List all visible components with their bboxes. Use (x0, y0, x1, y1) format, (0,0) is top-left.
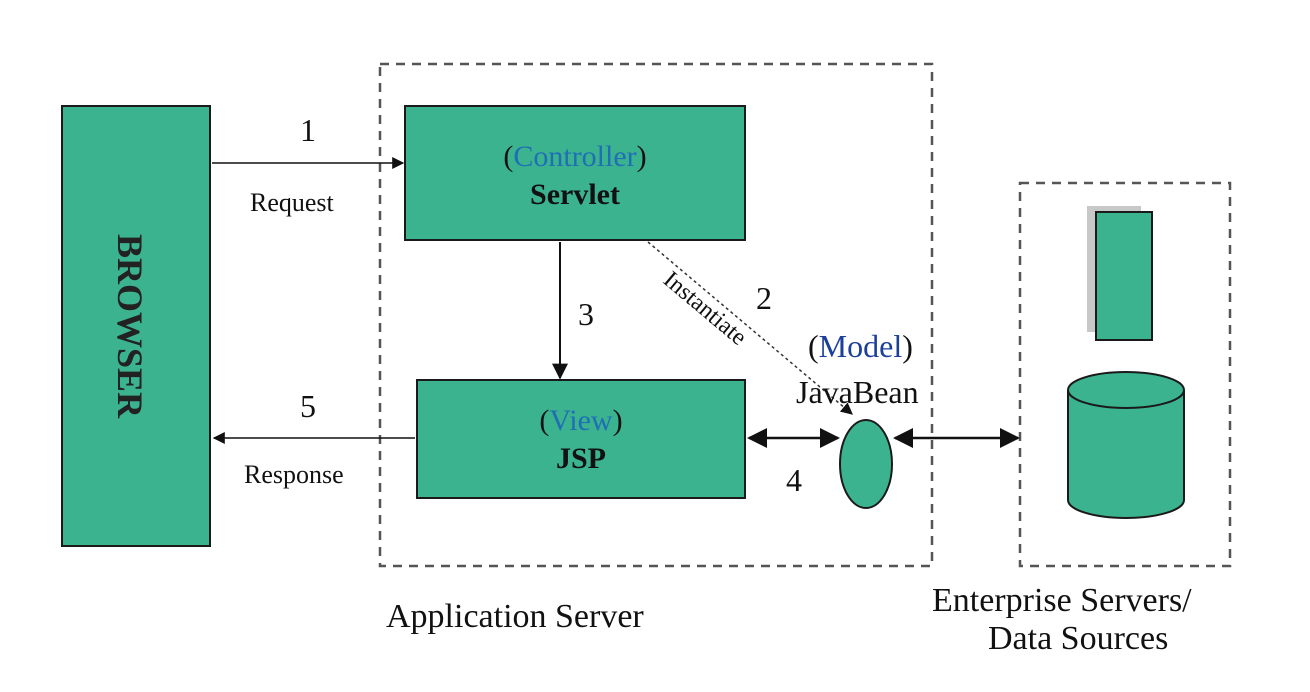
instantiate-arrow (647, 241, 853, 415)
data-sources-label: Data Sources (988, 620, 1169, 657)
step-1-number: 1 (300, 112, 316, 148)
step-4-number: 4 (786, 462, 802, 498)
controller-text: (Controller) Servlet (405, 138, 745, 213)
jsp-name: JSP (555, 441, 606, 475)
response-label: Response (244, 460, 344, 489)
application-server-region (378, 62, 934, 568)
browser-box (61, 105, 211, 547)
step-3-number: 3 (578, 296, 594, 332)
request-label: Request (250, 188, 334, 217)
servlet-name: Servlet (530, 177, 620, 211)
view-role: (View) (539, 404, 623, 437)
model-role: (Model) (808, 328, 913, 364)
javabean-name: JavaBean (796, 374, 919, 410)
server-icon (1087, 206, 1153, 341)
enterprise-servers-region (1018, 181, 1232, 568)
enterprise-servers-label: Enterprise Servers/ (932, 582, 1192, 619)
application-server-label: Application Server (386, 598, 644, 635)
step-2-number: 2 (756, 280, 772, 316)
controller-servlet-box (404, 105, 746, 241)
database-icon (1067, 371, 1185, 519)
controller-role: (Controller) (503, 140, 647, 173)
browser-label: BROWSER (110, 234, 150, 419)
javabean-ellipse (839, 419, 893, 509)
step-5-number: 5 (300, 388, 316, 424)
view-text: (View) JSP (417, 402, 745, 477)
instantiate-label: Instantiate (658, 267, 751, 351)
view-jsp-box (416, 379, 746, 499)
